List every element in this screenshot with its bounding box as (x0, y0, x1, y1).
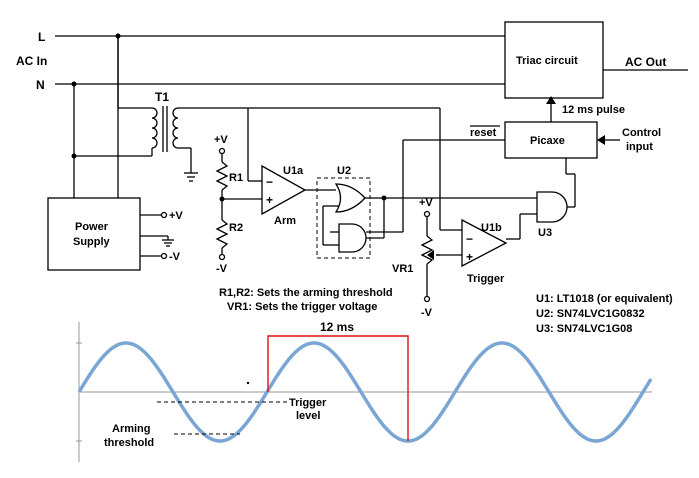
resistor-divider (215, 147, 262, 261)
or-gate-icon (322, 183, 537, 246)
op-amp-icon (247, 108, 336, 216)
u3-and-gate-icon (519, 158, 576, 239)
trigger-level-1: Trigger (289, 397, 327, 409)
note-2: VR1: Sets the trigger voltage (227, 301, 377, 313)
u3-label: U3 (538, 227, 552, 239)
picaxe-label: Picaxe (530, 135, 565, 147)
line-n-label: N (36, 78, 45, 92)
part-3: U3: SN74LVC1G08 (536, 323, 632, 335)
ac-lines (55, 33, 688, 87)
vr-vplus-label: +V (419, 197, 433, 209)
part-1: U1: LT1018 (or equivalent) (536, 293, 673, 305)
trigger-level-2: level (296, 410, 320, 422)
note-1: R1,R2: Sets the arming threshold (219, 287, 393, 299)
r2-label: R2 (229, 222, 243, 234)
arm-label: Arm (274, 215, 296, 227)
ac-out-label: AC Out (625, 55, 666, 69)
triac-circuit-box (504, 21, 604, 99)
pulse-trace (267, 335, 409, 441)
u1a-minus: − (266, 175, 273, 189)
sine-wave (77, 341, 653, 443)
psu-label-1: Power (75, 221, 109, 233)
vr1-label: VR1 (392, 263, 413, 275)
r-vminus-label: -V (216, 263, 228, 275)
pulse-arrow (546, 96, 556, 122)
pulse-label: 12 ms pulse (562, 104, 625, 116)
t1-label: T1 (155, 90, 169, 104)
psu-neg-label: -V (169, 251, 181, 263)
line-l-label: L (38, 30, 45, 44)
power-supply-box (47, 197, 141, 271)
control-label-1: Control (622, 127, 661, 139)
vr-vminus-label: -V (421, 307, 433, 319)
r1-label: R1 (229, 172, 243, 184)
part-2: U2: SN74LVC1G0832 (536, 308, 645, 320)
psu-pos-label: +V (169, 210, 183, 222)
waveform (76, 322, 653, 462)
u1b-minus: − (466, 232, 473, 246)
and-gate-icon (330, 198, 385, 253)
potentiometer-icon (420, 210, 440, 303)
arming-threshold-1: Arming (112, 423, 151, 435)
r-vplus-label: +V (214, 134, 228, 146)
control-label-2: input (626, 141, 653, 153)
psu-label-2: Supply (73, 236, 111, 248)
u1b-plus: + (466, 250, 473, 264)
reset-label: reset (470, 127, 497, 139)
u1a-plus: + (266, 193, 273, 207)
ac-in-label: AC In (16, 54, 47, 68)
control-arrow (597, 135, 620, 145)
ms-label: 12 ms (320, 320, 354, 334)
psu-terminals (140, 211, 174, 260)
u2-label: U2 (337, 165, 351, 177)
u2-package (316, 177, 371, 259)
trigger-label: Trigger (467, 273, 505, 285)
op-amp-u1b-icon (248, 107, 520, 268)
arming-threshold-2: threshold (104, 437, 154, 449)
ground-icon (184, 172, 198, 182)
u1a-label: U1a (283, 165, 304, 177)
u1b-label: U1b (481, 222, 502, 234)
triac-label: Triac circuit (516, 55, 578, 67)
